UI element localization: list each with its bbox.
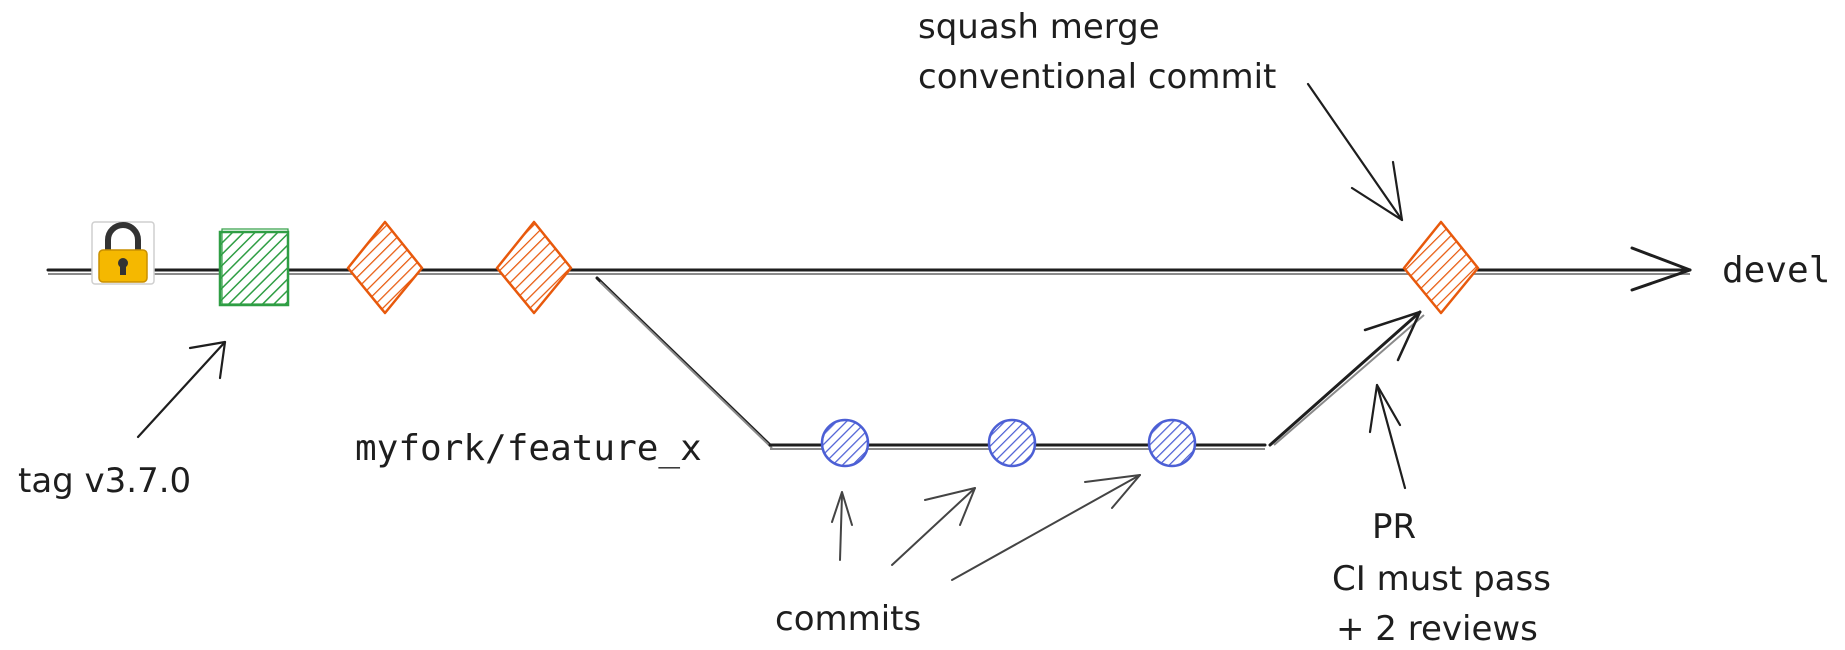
main-commit-node <box>346 220 424 315</box>
conventional-commit-label: conventional commit <box>918 57 1276 97</box>
main-branch-label: devel <box>1722 250 1830 291</box>
ci-must-pass-label: CI must pass <box>1332 559 1551 599</box>
tag-commit-node <box>218 228 290 307</box>
lock-icon <box>91 221 155 285</box>
feature-branch-label: myfork/feature_x <box>355 428 702 469</box>
pr-label: PR <box>1372 507 1416 547</box>
squash-merge-commit-node <box>1402 220 1480 315</box>
reviews-label: + 2 reviews <box>1336 609 1538 649</box>
pr-pointer-arrow <box>1368 383 1407 490</box>
commits-label: commits <box>775 599 921 639</box>
feature-commit-node <box>987 418 1037 468</box>
commits-pointer-arrows <box>831 474 1141 581</box>
feature-commit-node <box>1147 418 1197 468</box>
tag-pointer-arrow <box>136 340 227 439</box>
tag-label: tag v3.7.0 <box>18 461 191 501</box>
squash-merge-label: squash merge <box>918 7 1160 47</box>
feature-commit-node <box>820 418 870 468</box>
squash-pointer-arrow <box>1306 82 1404 222</box>
main-commit-node <box>495 220 573 315</box>
